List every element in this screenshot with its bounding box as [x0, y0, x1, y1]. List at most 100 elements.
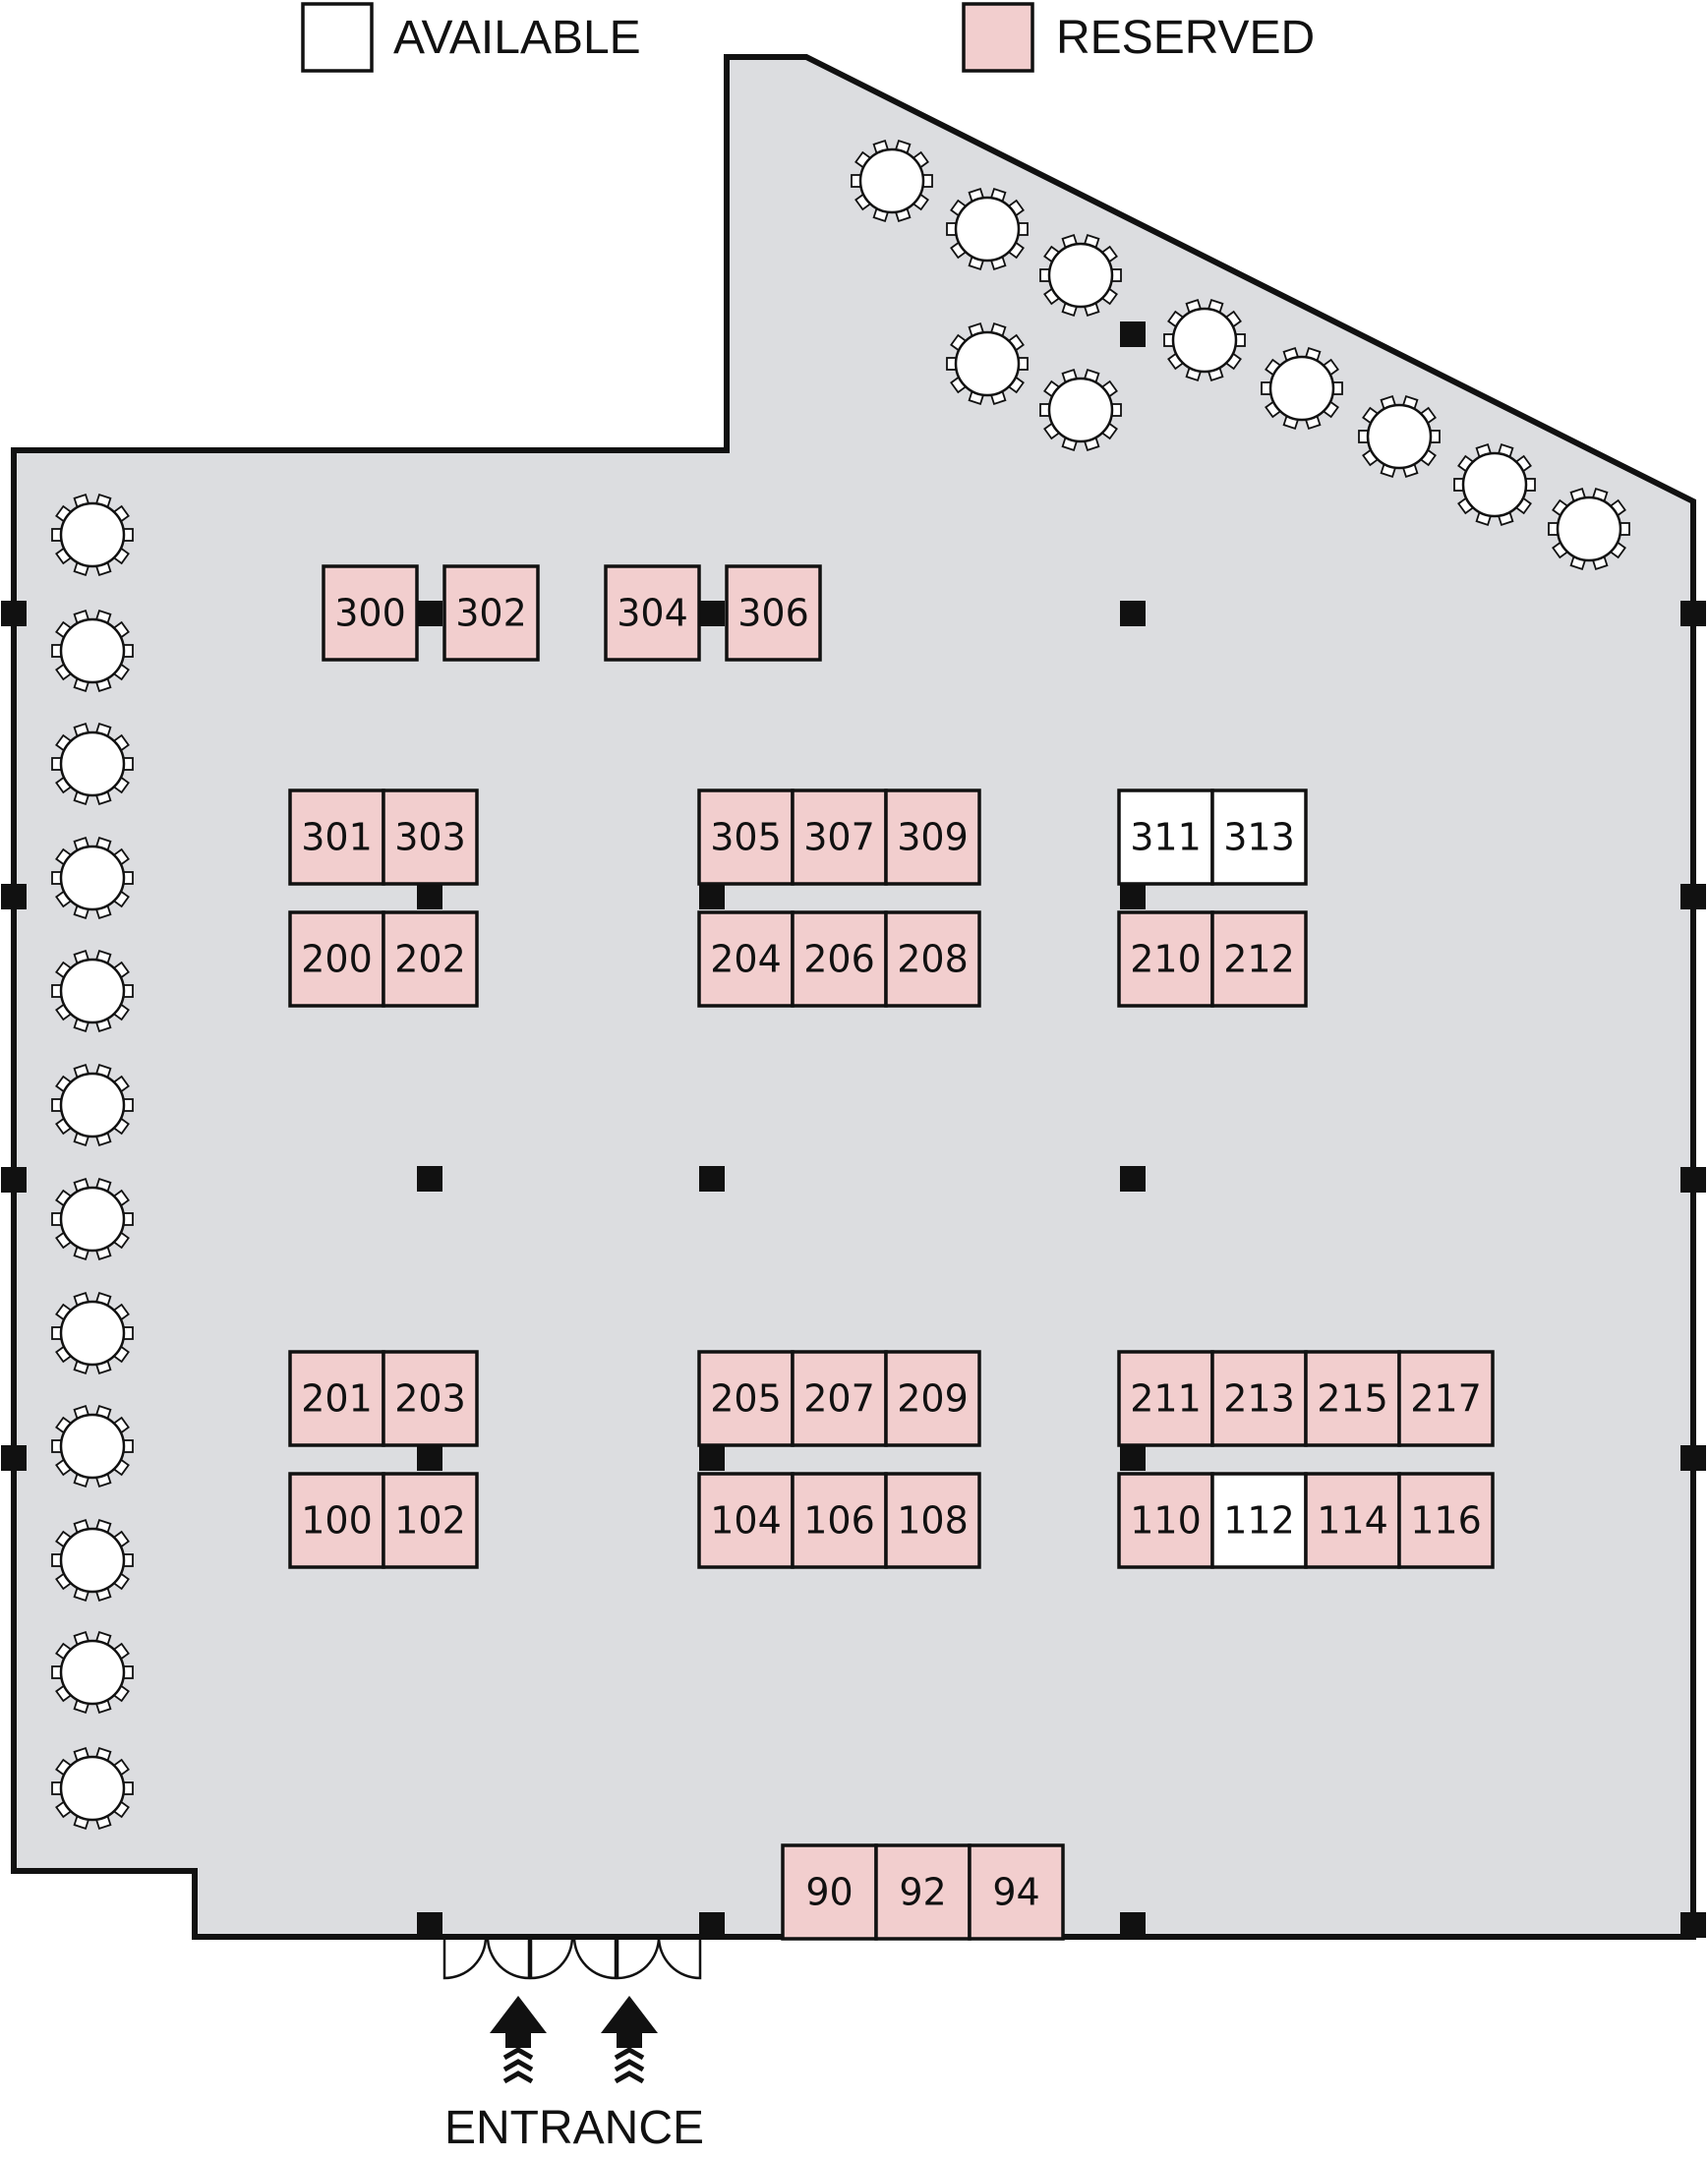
- booth-305-box: [697, 788, 795, 886]
- round-table: [1548, 488, 1630, 570]
- booth-200-label: 200: [301, 938, 373, 981]
- table-top: [59, 501, 126, 568]
- column: [1680, 884, 1706, 909]
- table-top: [59, 1300, 126, 1367]
- table-top: [1047, 242, 1114, 309]
- booth-201[interactable]: 201: [288, 1350, 385, 1447]
- booth-202[interactable]: 202: [382, 910, 479, 1008]
- booth-102[interactable]: 102: [382, 1472, 479, 1569]
- booth-210-label: 210: [1130, 938, 1202, 981]
- booth-311-label: 311: [1130, 816, 1202, 859]
- round-table: [51, 610, 134, 692]
- booth-303-box: [382, 788, 479, 886]
- booth-302[interactable]: 302: [442, 564, 540, 662]
- booth-203[interactable]: 203: [382, 1350, 479, 1447]
- booth-104-label: 104: [710, 1499, 782, 1543]
- booth-207[interactable]: 207: [791, 1350, 888, 1447]
- booth-301[interactable]: 301: [288, 788, 385, 886]
- booth-212[interactable]: 212: [1210, 910, 1308, 1008]
- column: [699, 884, 725, 909]
- booth-92[interactable]: 92: [874, 1843, 972, 1941]
- booth-306[interactable]: 306: [725, 564, 822, 662]
- booth-208[interactable]: 208: [884, 910, 981, 1008]
- round-table: [51, 1064, 134, 1146]
- booth-204[interactable]: 204: [697, 910, 795, 1008]
- booth-304-box: [604, 564, 701, 662]
- column: [1680, 1167, 1706, 1193]
- booth-110[interactable]: 110: [1117, 1472, 1214, 1569]
- legend-available-label: AVAILABLE: [393, 12, 641, 64]
- booth-114-label: 114: [1317, 1499, 1388, 1543]
- table-top: [1461, 451, 1528, 518]
- booth-307[interactable]: 307: [791, 788, 888, 886]
- door-right-2: [572, 1936, 618, 1980]
- booth-313-label: 313: [1223, 816, 1295, 859]
- booth-217[interactable]: 217: [1397, 1350, 1495, 1447]
- booth-309-box: [884, 788, 981, 886]
- table-top: [1268, 355, 1335, 422]
- booth-305[interactable]: 305: [697, 788, 795, 886]
- booth-305-label: 305: [710, 816, 782, 859]
- booth-303[interactable]: 303: [382, 788, 479, 886]
- round-table: [946, 322, 1029, 405]
- booth-309[interactable]: 309: [884, 788, 981, 886]
- legend-reserved-swatch: [962, 2, 1034, 73]
- column: [1, 884, 27, 909]
- booth-92-label: 92: [899, 1871, 946, 1914]
- booth-90-label: 90: [805, 1871, 853, 1914]
- table-top: [59, 617, 126, 684]
- booth-300-box: [322, 564, 419, 662]
- booth-116[interactable]: 116: [1397, 1472, 1495, 1569]
- column: [1680, 1445, 1706, 1471]
- booth-209-label: 209: [897, 1377, 969, 1421]
- booth-200[interactable]: 200: [288, 910, 385, 1008]
- booth-110-label: 110: [1130, 1499, 1202, 1543]
- booth-94-label: 94: [992, 1871, 1039, 1914]
- columns: [1, 321, 1706, 1938]
- booth-213[interactable]: 213: [1210, 1350, 1308, 1447]
- booth-106-label: 106: [803, 1499, 875, 1543]
- booth-90[interactable]: 90: [781, 1843, 878, 1941]
- booth-306-label: 306: [737, 592, 809, 635]
- booth-208-label: 208: [897, 938, 969, 981]
- booth-304[interactable]: 304: [604, 564, 701, 662]
- door-left-3: [616, 1936, 661, 1980]
- column: [1, 1167, 27, 1193]
- round-table: [1039, 369, 1122, 451]
- booth-313[interactable]: 313: [1210, 788, 1308, 886]
- booth-209[interactable]: 209: [884, 1350, 981, 1447]
- entrance-doors: [442, 1935, 702, 1980]
- round-table: [51, 1292, 134, 1374]
- booth-300[interactable]: 300: [322, 564, 419, 662]
- column: [699, 1445, 725, 1471]
- round-table: [851, 140, 933, 222]
- booth-210[interactable]: 210: [1117, 910, 1214, 1008]
- booth-112[interactable]: 112: [1210, 1472, 1308, 1569]
- booth-211[interactable]: 211: [1117, 1350, 1214, 1447]
- booth-104[interactable]: 104: [697, 1472, 795, 1569]
- column: [1120, 1445, 1146, 1471]
- column: [417, 1445, 442, 1471]
- table-top: [1171, 307, 1238, 374]
- column: [699, 1166, 725, 1192]
- round-table: [946, 188, 1029, 270]
- booth-215[interactable]: 215: [1304, 1350, 1401, 1447]
- round-table: [1358, 395, 1441, 478]
- booth-108[interactable]: 108: [884, 1472, 981, 1569]
- booth-205[interactable]: 205: [697, 1350, 795, 1447]
- booth-106[interactable]: 106: [791, 1472, 888, 1569]
- booth-206[interactable]: 206: [791, 910, 888, 1008]
- booth-94-box: [968, 1843, 1065, 1941]
- door-left-1: [442, 1936, 488, 1980]
- booth-201-box: [288, 1350, 385, 1447]
- table-top: [59, 958, 126, 1024]
- booth-100[interactable]: 100: [288, 1472, 385, 1569]
- booth-213-box: [1210, 1350, 1308, 1447]
- booth-200-box: [288, 910, 385, 1008]
- booth-94[interactable]: 94: [968, 1843, 1065, 1941]
- booth-114[interactable]: 114: [1304, 1472, 1401, 1569]
- booth-311[interactable]: 311: [1117, 788, 1214, 886]
- booth-102-box: [382, 1472, 479, 1569]
- column: [1, 601, 27, 626]
